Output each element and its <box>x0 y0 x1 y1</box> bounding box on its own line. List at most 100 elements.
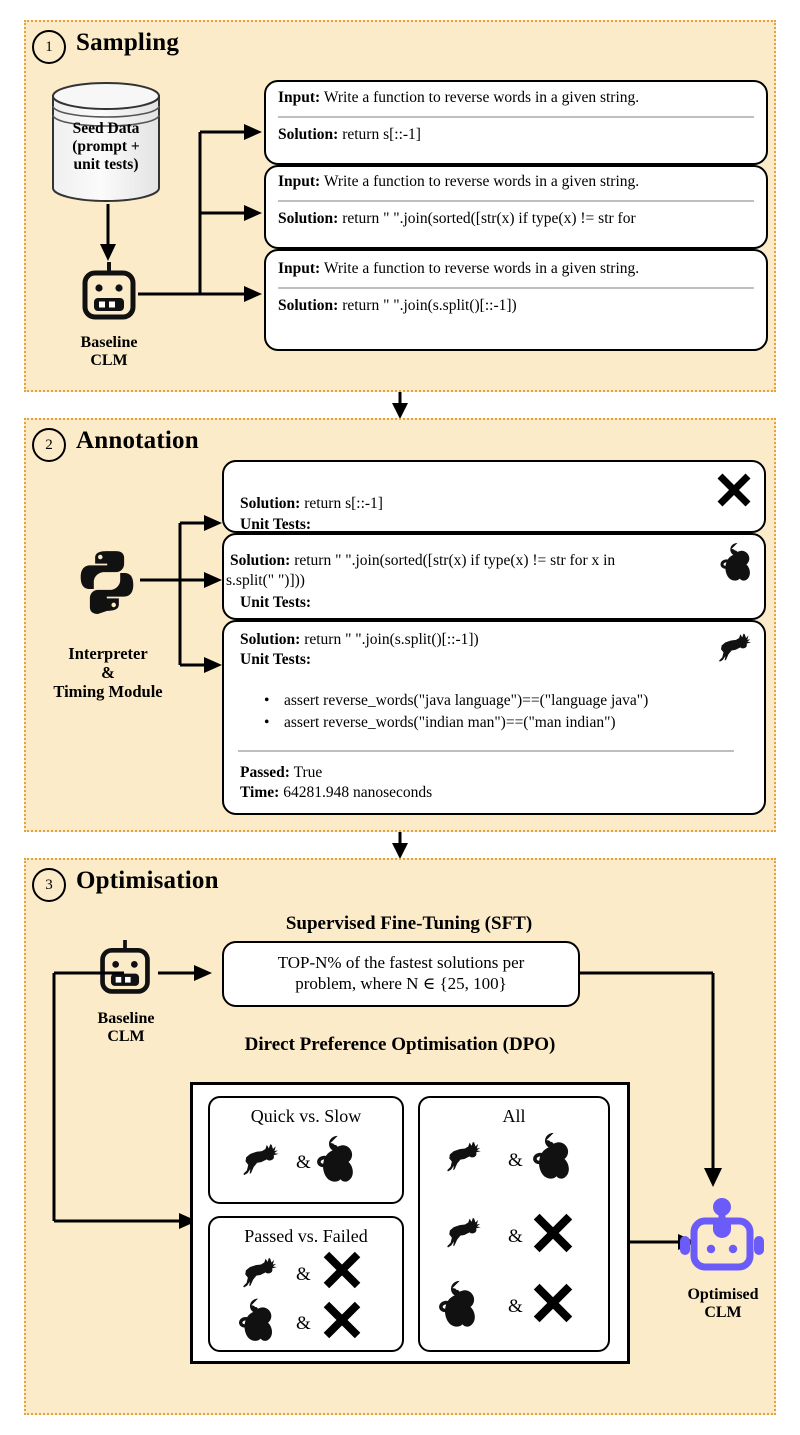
dpo-pair-operator: & <box>296 1152 311 1173</box>
annotation-card-2 <box>222 533 766 620</box>
arrow-sft-to-optimised <box>580 971 722 1187</box>
optimised-clm-line2: CLM <box>704 1304 742 1322</box>
sample-3-input-label: Input: <box>278 260 321 277</box>
sample-3-solution-text: return " ".join(s.split()[::-1]) <box>342 297 517 314</box>
dpo-group-quick-vs-slow <box>208 1096 404 1204</box>
arrow-stage1-to-stage2 <box>392 392 408 419</box>
baseline-clm-robot-icon-stage3 <box>100 940 150 994</box>
annotation-3-passed-line: Passed: True <box>240 763 322 782</box>
sample-3-input-text: Write a function to reverse words in a g… <box>323 260 640 277</box>
dpo-group-passed-vs-failed <box>208 1216 404 1352</box>
sft-text: TOP-N% of the fastest solutions per prob… <box>226 952 576 995</box>
sample-2-input-text: Write a function to reverse words in a g… <box>323 173 640 190</box>
sample-2-input-line: Input: Write a function to reverse words… <box>278 172 639 191</box>
sample-2-solution-label: Solution: <box>278 210 339 227</box>
stage-title-optimisation: Optimisation <box>76 867 219 894</box>
sample-1-input-line: Input: Write a function to reverse words… <box>278 88 639 107</box>
annotation-2-solution-text-line1: return " ".join(sorted([str(x) if type(x… <box>294 552 616 569</box>
cross-icon <box>323 1251 361 1289</box>
annotation-1-unittests-label: Unit Tests: <box>240 515 311 534</box>
sample-3-divider <box>278 287 754 289</box>
sample-3-input-line: Input: Write a function to reverse words… <box>278 259 639 278</box>
annotation-1-solution-text: return s[::-1] <box>304 495 383 512</box>
annotation-2-solution-line: Solution: return " ".join(sorted([str(x)… <box>230 551 758 570</box>
sample-2-divider <box>278 200 754 202</box>
python-logo-icon <box>80 551 134 614</box>
annotation-3-solution-text: return " ".join(s.split()[::-1]) <box>304 631 479 648</box>
dpo-pair-operator: & <box>296 1264 311 1285</box>
annotation-1-unittests-text: Unit Tests: <box>240 516 312 533</box>
annotation-3-unittests-label: Unit Tests: <box>240 650 311 669</box>
baseline-clm-robot-icon <box>82 262 136 320</box>
cross-icon <box>533 1283 573 1323</box>
baseline-clm-label-line2: CLM <box>90 352 128 370</box>
deer-icon <box>447 1141 481 1172</box>
dpo-group-passed-vs-failed-title: Passed vs. Failed <box>244 1226 368 1246</box>
arrows-model-to-samples <box>138 124 262 302</box>
module-label-line3: Timing Module <box>53 681 163 701</box>
seed-data-label: Seed Data (prompt + unit tests) <box>48 120 164 173</box>
sample-card-2 <box>264 165 768 249</box>
deer-icon <box>447 1217 481 1248</box>
arrow-model-to-sft <box>158 965 212 981</box>
dpo-pair-operator: & <box>508 1226 523 1247</box>
annotation-3-time-line: Time: 64281.948 nanoseconds <box>240 783 432 802</box>
annotation-1-solution-label: Solution: <box>240 495 301 512</box>
sloth-icon <box>720 543 750 581</box>
sample-card-1 <box>264 80 768 165</box>
stage-title-sampling: Sampling <box>76 29 180 56</box>
arrows-interpreter-to-cards <box>140 515 222 673</box>
dpo-group-all-title: All <box>502 1106 526 1126</box>
optimised-clm-robot-icon <box>680 1198 764 1271</box>
interpreter-timing-module-label: Interpreter & Timing Module <box>28 644 188 702</box>
annotation-3-time-value: 64281.948 nanoseconds <box>283 784 433 801</box>
dpo-pair-operator: & <box>508 1296 523 1317</box>
stage-number-3: 3 <box>32 868 66 902</box>
deer-icon <box>243 1144 279 1176</box>
baseline-clm-label-stage1: Baseline CLM <box>50 334 168 371</box>
sample-1-solution-line: Solution: return s[::-1] <box>278 125 421 144</box>
annotation-3-passed-label: Passed: <box>240 764 290 781</box>
sample-3-solution-label: Solution: <box>278 297 339 314</box>
annotation-3-divider <box>238 750 734 752</box>
deer-icon <box>243 1257 277 1288</box>
annotation-card-1 <box>222 460 766 533</box>
cross-icon <box>533 1213 573 1253</box>
sample-card-3 <box>264 249 768 351</box>
sft-text-line2: problem, where N ∈ {25, 100} <box>295 974 507 994</box>
stage-title-annotation: Annotation <box>76 427 199 454</box>
sample-1-solution-label: Solution: <box>278 126 339 143</box>
sloth-icon <box>439 1280 475 1327</box>
baseline-clm-stage3-line2: CLM <box>107 1028 145 1046</box>
sft-heading: Supervised Fine-Tuning (SFT) <box>285 913 533 934</box>
annotation-3-unittests-text: Unit Tests: <box>240 651 312 668</box>
annotation-3-solution-label: Solution: <box>240 631 301 648</box>
optimised-clm-label: Optimised CLM <box>658 1286 788 1323</box>
arrow-stage2-to-stage3 <box>392 832 408 859</box>
sample-2-solution-text: return " ".join(sorted([str(x) if type(x… <box>342 210 636 227</box>
dpo-group-quick-vs-slow-title: Quick vs. Slow <box>250 1106 362 1126</box>
dpo-pair-operator: & <box>296 1313 311 1334</box>
sample-2-solution-line: Solution: return " ".join(sorted([str(x)… <box>278 209 636 228</box>
annotation-3-test-2: assert reverse_words("indian man")==("ma… <box>264 714 616 732</box>
sft-box <box>222 941 580 1007</box>
annotation-2-unittests-label: Unit Tests: <box>240 593 311 612</box>
stage-number-2: 2 <box>32 428 66 462</box>
annotation-2-solution-text-line2: s.split(" ")])) <box>226 572 305 589</box>
sample-3-solution-line: Solution: return " ".join(s.split()[::-1… <box>278 296 517 315</box>
deer-icon <box>719 633 751 662</box>
module-label-line1: Interpreter <box>68 644 148 663</box>
arrow-model-to-dpo <box>52 971 197 1229</box>
annotation-2-unittests-text: Unit Tests: <box>240 594 312 611</box>
optimised-clm-line1: Optimised <box>687 1286 759 1303</box>
sample-1-solution-text: return s[::-1] <box>342 126 421 143</box>
baseline-clm-label-line1: Baseline <box>80 334 138 351</box>
baseline-clm-stage3-line1: Baseline <box>97 1010 155 1027</box>
annotation-3-test-1: assert reverse_words("java language")==(… <box>264 692 648 710</box>
seed-data-cylinder-icon <box>52 82 160 202</box>
stage-number-1: 1 <box>32 30 66 64</box>
dpo-pair-operator: & <box>508 1150 523 1171</box>
annotation-2-solution-label: Solution: <box>230 552 291 569</box>
sample-1-input-text: Write a function to reverse words in a g… <box>323 89 640 106</box>
